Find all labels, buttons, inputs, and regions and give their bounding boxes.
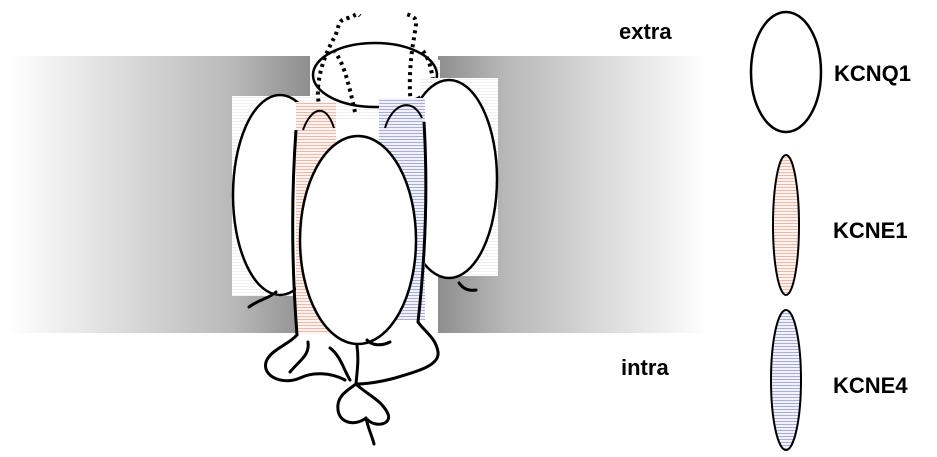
legend-kcne4-label: KCNE4 xyxy=(833,373,908,399)
extracellular-label: extra xyxy=(619,19,672,45)
legend-kcne4-swatch xyxy=(771,310,801,450)
legend-kcnq1-label: KCNQ1 xyxy=(834,61,911,87)
legend xyxy=(751,12,821,450)
intracellular-label: intra xyxy=(621,355,669,381)
legend-kcne1-label: KCNE1 xyxy=(833,218,908,244)
legend-kcnq1-swatch xyxy=(751,12,821,132)
kcnq1-front-subunit xyxy=(300,136,416,344)
legend-kcne1-swatch xyxy=(773,155,799,295)
